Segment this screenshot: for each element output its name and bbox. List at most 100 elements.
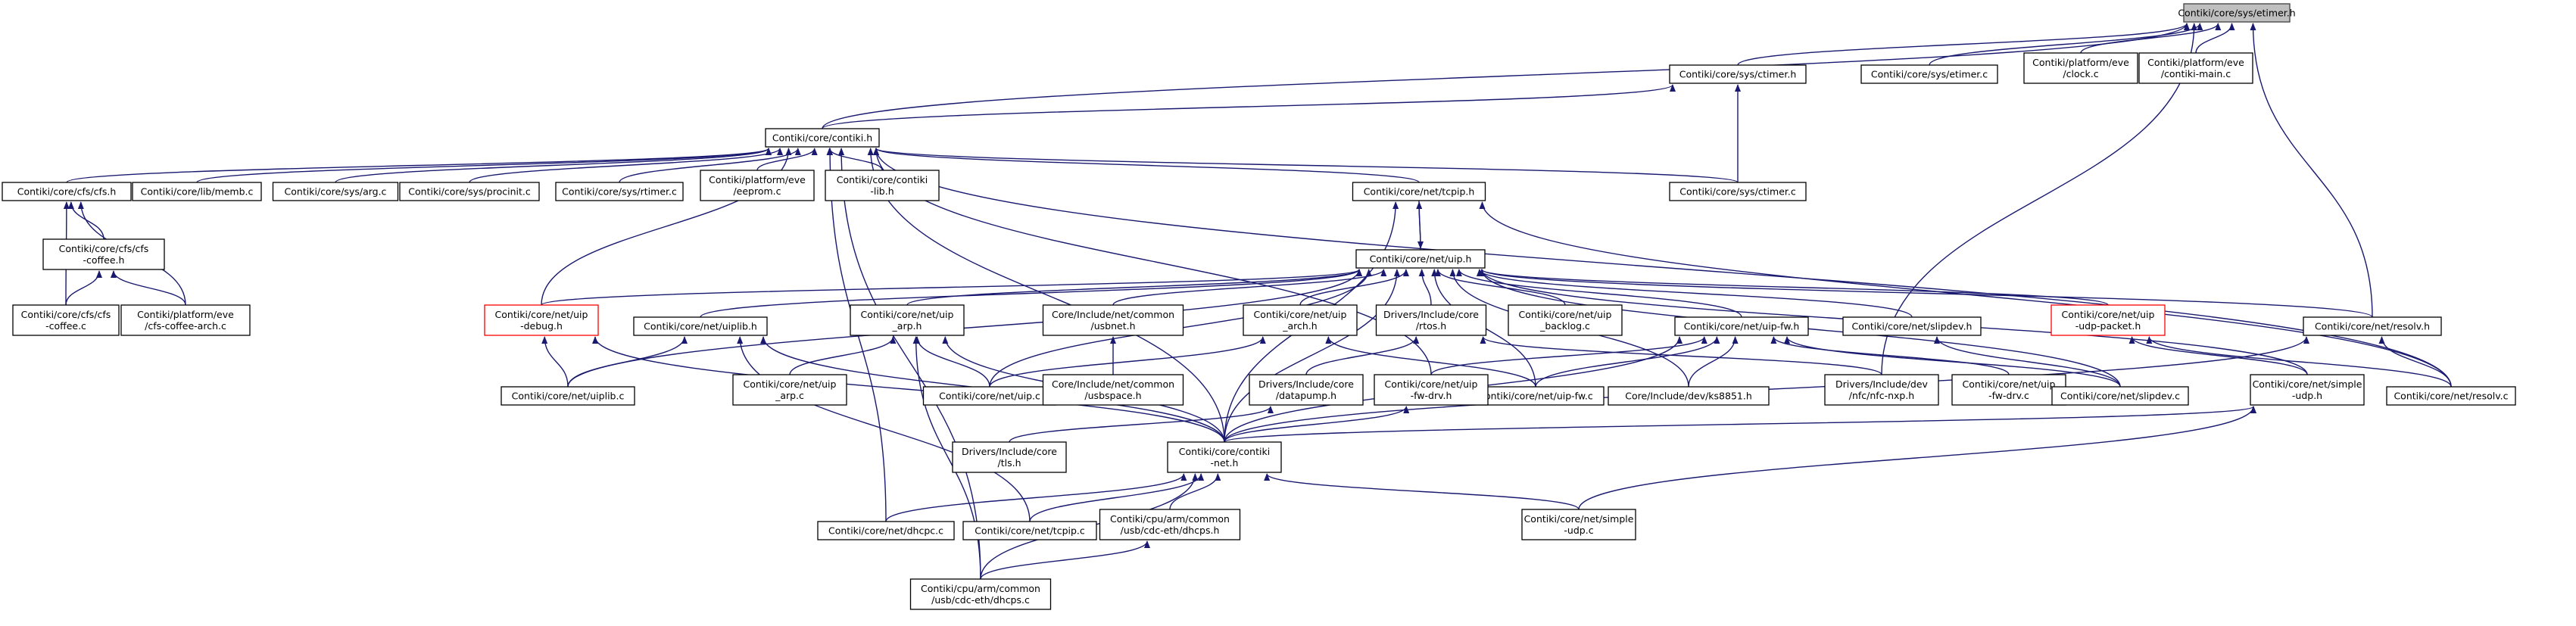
node-label: /usbspace.h bbox=[1084, 390, 1141, 401]
node-uip-fw-drv-h[interactable]: Contiki/core/net/uip-fw-drv.h bbox=[1374, 374, 1489, 406]
node-cfs-h[interactable]: Contiki/core/cfs/cfs.h bbox=[2, 182, 132, 201]
node-label: -udp-packet.h bbox=[2075, 320, 2141, 332]
edge-slipdev-h-to-uip-h bbox=[1477, 269, 1913, 318]
node-slipdev-h[interactable]: Contiki/core/net/slipdev.h bbox=[1842, 316, 1982, 336]
edge-dhcps-c-to-contiki-h bbox=[838, 148, 981, 580]
node-uip-fw-h[interactable]: Contiki/core/net/uip-fw.h bbox=[1674, 316, 1809, 336]
node-ctimer-h[interactable]: Contiki/core/sys/ctimer.h bbox=[1669, 64, 1807, 84]
node-label: /eeprom.c bbox=[733, 185, 781, 197]
edge-uip-fw-c-to-uip-arch-h bbox=[1325, 336, 1536, 388]
node-dhcps-c[interactable]: Contiki/cpu/arm/common/usb/cdc-eth/dhcps… bbox=[909, 578, 1052, 610]
node-box bbox=[12, 304, 120, 336]
node-label: -udp.c bbox=[1564, 525, 1593, 536]
node-box bbox=[732, 374, 847, 406]
node-uip-c[interactable]: Contiki/core/net/uip.c bbox=[922, 386, 1057, 406]
node-label: Drivers/Include/dev bbox=[1835, 378, 1929, 390]
node-resolv-c[interactable]: Contiki/core/net/resolv.c bbox=[2386, 386, 2516, 406]
node-clock-c[interactable]: Contiki/platform/eve/clock.c bbox=[2023, 52, 2138, 84]
node-label: _backlog.c bbox=[1539, 320, 1590, 332]
node-etimer-c[interactable]: Contiki/core/sys/etimer.c bbox=[1860, 64, 1998, 84]
edge-rtos-h-to-uip-h bbox=[1418, 269, 1432, 306]
node-box bbox=[1374, 374, 1489, 406]
node-layer: Contiki/core/sys/etimer.hContiki/core/sy… bbox=[2, 3, 2516, 610]
node-box bbox=[825, 170, 940, 201]
node-uip-h[interactable]: Contiki/core/net/uip.h bbox=[1355, 249, 1486, 269]
edge-uip-arp-c-to-uip-arp-h bbox=[789, 336, 897, 375]
node-label: Contiki/cpu/arm/common bbox=[921, 583, 1040, 594]
node-tcpip-h[interactable]: Contiki/core/net/tcpip.h bbox=[1352, 182, 1486, 201]
node-slipdev-c[interactable]: Contiki/core/net/slipdev.c bbox=[2051, 386, 2189, 406]
node-uip-arp-h[interactable]: Contiki/core/net/uip_arp.h bbox=[850, 304, 965, 336]
node-box bbox=[2386, 386, 2516, 406]
edge-uip-udp-packet-h-to-uip-h bbox=[1479, 269, 2109, 306]
node-label: Contiki/core/net/resolv.c bbox=[2394, 391, 2508, 402]
node-label: Contiki/core/net/uiplib.c bbox=[512, 391, 625, 402]
node-tls-h[interactable]: Drivers/Include/core/tls.h bbox=[952, 441, 1067, 473]
node-uip-fw-drv-c[interactable]: Contiki/core/net/uip-fw-drv.c bbox=[1951, 374, 2066, 406]
node-dhcps-h[interactable]: Contiki/cpu/arm/common/usb/cdc-eth/dhcps… bbox=[1099, 509, 1241, 540]
node-label: Contiki/core/sys/ctimer.c bbox=[1679, 186, 1796, 198]
node-box bbox=[1608, 386, 1770, 406]
node-contiki-main[interactable]: Contiki/platform/eve/contiki-main.c bbox=[2138, 52, 2253, 84]
node-simple-udp-c[interactable]: Contiki/core/net/simple-udp.c bbox=[1521, 509, 1636, 540]
node-label: Contiki/core/cfs/cfs.h bbox=[17, 186, 117, 198]
node-label: Contiki/core/sys/etimer.h bbox=[2178, 8, 2295, 19]
node-uiplib-h[interactable]: Contiki/core/net/uiplib.h bbox=[633, 316, 768, 336]
edge-contiki-net-h-to-simple-udp-h bbox=[1224, 406, 2256, 443]
node-box bbox=[633, 316, 768, 336]
node-dhcpc-c[interactable]: Contiki/core/net/dhcpc.c bbox=[817, 521, 955, 540]
node-label: -coffee.h bbox=[83, 254, 125, 266]
node-resolv-h[interactable]: Contiki/core/net/resolv.h bbox=[2303, 316, 2442, 336]
node-cfs-coffee-arch-c[interactable]: Contiki/platform/eve/cfs-coffee-arch.c bbox=[120, 304, 251, 336]
node-nfc-nxp-h[interactable]: Drivers/Include/dev/nfc/nfc-nxp.h bbox=[1824, 374, 1939, 406]
edge-arg-c-to-contiki-h bbox=[335, 148, 772, 183]
node-label: Drivers/Include/core bbox=[1258, 378, 1354, 390]
node-procinit-c[interactable]: Contiki/core/sys/procinit.c bbox=[399, 182, 540, 201]
node-label: Contiki/core/net/uip-fw.c bbox=[1478, 391, 1593, 402]
node-uip-debug-h[interactable]: Contiki/core/net/uip-debug.h bbox=[484, 304, 599, 336]
node-uip-udp-packet-h[interactable]: Contiki/core/net/uip-udp-packet.h bbox=[2051, 304, 2166, 336]
node-arg-c[interactable]: Contiki/core/sys/arg.c bbox=[272, 182, 399, 201]
node-datapump-h[interactable]: Drivers/Include/core/datapump.h bbox=[1249, 374, 1364, 406]
node-uip-arch-h[interactable]: Contiki/core/net/uip_arch.h bbox=[1243, 304, 1358, 336]
node-simple-udp-h[interactable]: Contiki/core/net/simple-udp.h bbox=[2250, 374, 2365, 406]
node-box bbox=[2303, 316, 2442, 336]
node-memb-c[interactable]: Contiki/core/lib/memb.c bbox=[132, 182, 262, 201]
node-contiki-net-h[interactable]: Contiki/core/contiki-net.h bbox=[1167, 441, 1282, 473]
node-label: Contiki/core/net/uip bbox=[744, 378, 837, 390]
node-uip-fw-c[interactable]: Contiki/core/net/uip-fw.c bbox=[1467, 386, 1605, 406]
node-etimer-h[interactable]: Contiki/core/sys/etimer.h bbox=[2178, 3, 2296, 23]
node-box bbox=[484, 304, 599, 336]
edge-simple-udp-c-to-contiki-net-h bbox=[1264, 473, 1580, 510]
edge-simple-udp-h-to-uip-udp-packet-h bbox=[2128, 336, 2308, 375]
node-cfs-coffee-c[interactable]: Contiki/core/cfs/cfs-coffee.c bbox=[12, 304, 120, 336]
node-label: -debug.h bbox=[520, 320, 563, 332]
node-ctimer-c[interactable]: Contiki/core/sys/ctimer.c bbox=[1669, 182, 1807, 201]
node-eeprom-c[interactable]: Contiki/platform/eve/eeprom.c bbox=[700, 170, 815, 201]
node-cfs-coffee-h[interactable]: Contiki/core/cfs/cfs-coffee.h bbox=[42, 238, 165, 270]
edge-ctimer-c-to-contiki-h bbox=[873, 148, 1739, 183]
edge-tcpip-h-to-uip-h bbox=[1417, 200, 1424, 249]
edge-slipdev-c-to-slipdev-h bbox=[1934, 336, 2121, 388]
node-rtos-h[interactable]: Drivers/Include/core/rtos.h bbox=[1375, 304, 1487, 336]
node-tcpip-c[interactable]: Contiki/core/net/tcpip.c bbox=[962, 521, 1097, 540]
node-label: Contiki/core/cfs/cfs bbox=[21, 309, 111, 320]
node-label: Contiki/core/net/uip bbox=[861, 309, 954, 320]
node-label: Contiki/core/contiki bbox=[1179, 446, 1270, 457]
node-uiplib-c[interactable]: Contiki/core/net/uiplib.c bbox=[501, 386, 635, 406]
node-contiki-lib-h[interactable]: Contiki/core/contiki-lib.h bbox=[825, 170, 940, 201]
edge-tcpip-h-to-contiki-h bbox=[873, 148, 1420, 183]
node-label: Contiki/core/contiki.h bbox=[772, 132, 872, 144]
node-box bbox=[132, 182, 262, 201]
node-contiki-h[interactable]: Contiki/core/contiki.h bbox=[765, 128, 880, 148]
node-usbspace-h[interactable]: Core/Include/net/common/usbspace.h bbox=[1042, 374, 1184, 406]
edge-contiki-h-to-etimer-h bbox=[822, 23, 2190, 129]
node-rtimer-c[interactable]: Contiki/core/sys/rtimer.c bbox=[555, 182, 684, 201]
edge-dhcpc-c-to-contiki-net-h bbox=[885, 473, 1187, 522]
node-uip-backlog-c[interactable]: Contiki/core/net/uip_backlog.c bbox=[1508, 304, 1623, 336]
node-usbnet-h[interactable]: Core/Include/net/common/usbnet.h bbox=[1042, 304, 1184, 336]
node-box bbox=[1042, 304, 1184, 336]
node-ks8851-h[interactable]: Core/Include/dev/ks8851.h bbox=[1608, 386, 1770, 406]
edge-contiki-net-h-to-uip-debug-h bbox=[592, 336, 1225, 443]
node-uip-arp-c[interactable]: Contiki/core/net/uip_arp.c bbox=[732, 374, 847, 406]
